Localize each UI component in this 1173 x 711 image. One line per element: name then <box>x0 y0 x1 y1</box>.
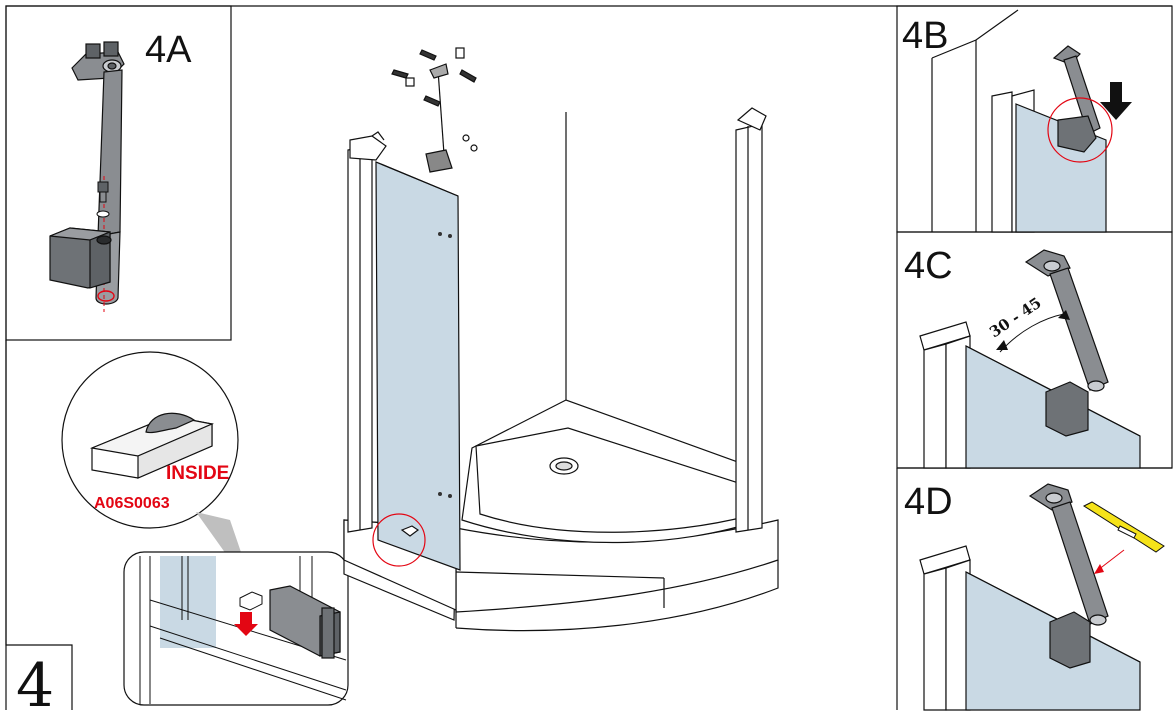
part-code: A06S0063 <box>94 495 170 512</box>
arrow-icon <box>996 340 1008 350</box>
glass-clamp <box>49 227 112 289</box>
door-block-icon <box>400 525 420 537</box>
arm-4d <box>1028 483 1109 669</box>
profile-4c <box>919 321 1141 469</box>
panel-4a-label: 4A <box>145 29 192 71</box>
panel-4b: 4B <box>902 9 1132 233</box>
wall-profile-left <box>347 131 387 533</box>
highlight-circle <box>372 513 426 567</box>
wall-profile-right <box>735 107 767 533</box>
red-down-arrow-icon <box>234 612 258 636</box>
screw-icon <box>419 49 437 61</box>
screw-icon <box>391 69 409 79</box>
exploded-hinge <box>391 47 478 173</box>
angle-text: 30 - 45 <box>986 294 1044 342</box>
detail-inset <box>123 551 349 706</box>
hinge-holes <box>438 232 452 498</box>
arrow-icon <box>1058 310 1070 320</box>
panel-4d-label: 4D <box>904 481 953 523</box>
panel-4b-label: 4B <box>902 15 948 57</box>
glass-block-icon <box>89 412 215 479</box>
step-number: 4 <box>16 651 54 711</box>
down-arrow-icon <box>1100 82 1132 120</box>
profile-4d <box>919 545 1141 711</box>
inset-clamp <box>269 585 341 659</box>
wall-hinge-bracket <box>71 41 125 81</box>
spirit-level-icon <box>1082 501 1165 553</box>
screw-icon <box>423 95 441 107</box>
arm-4b <box>1052 45 1101 153</box>
screw-icon <box>96 181 110 218</box>
screw-icon <box>459 69 477 83</box>
main-enclosure <box>343 47 779 632</box>
arm-4c <box>1024 249 1109 437</box>
panel-4c: 4C 30 - 45 <box>904 245 1141 469</box>
inside-callout: INSIDE A06S0063 <box>61 351 349 706</box>
highlight-circle-4b <box>1047 97 1113 163</box>
inset-block-icon <box>239 591 263 611</box>
panel-4a: 4A <box>49 29 192 312</box>
panel-4d: 4D <box>904 481 1165 711</box>
panel-4c-label: 4C <box>904 245 953 287</box>
red-arrow-icon <box>1094 564 1104 574</box>
inside-label: INSIDE <box>166 463 229 484</box>
glass-door <box>375 161 461 571</box>
red-arrow-line <box>1097 549 1125 571</box>
